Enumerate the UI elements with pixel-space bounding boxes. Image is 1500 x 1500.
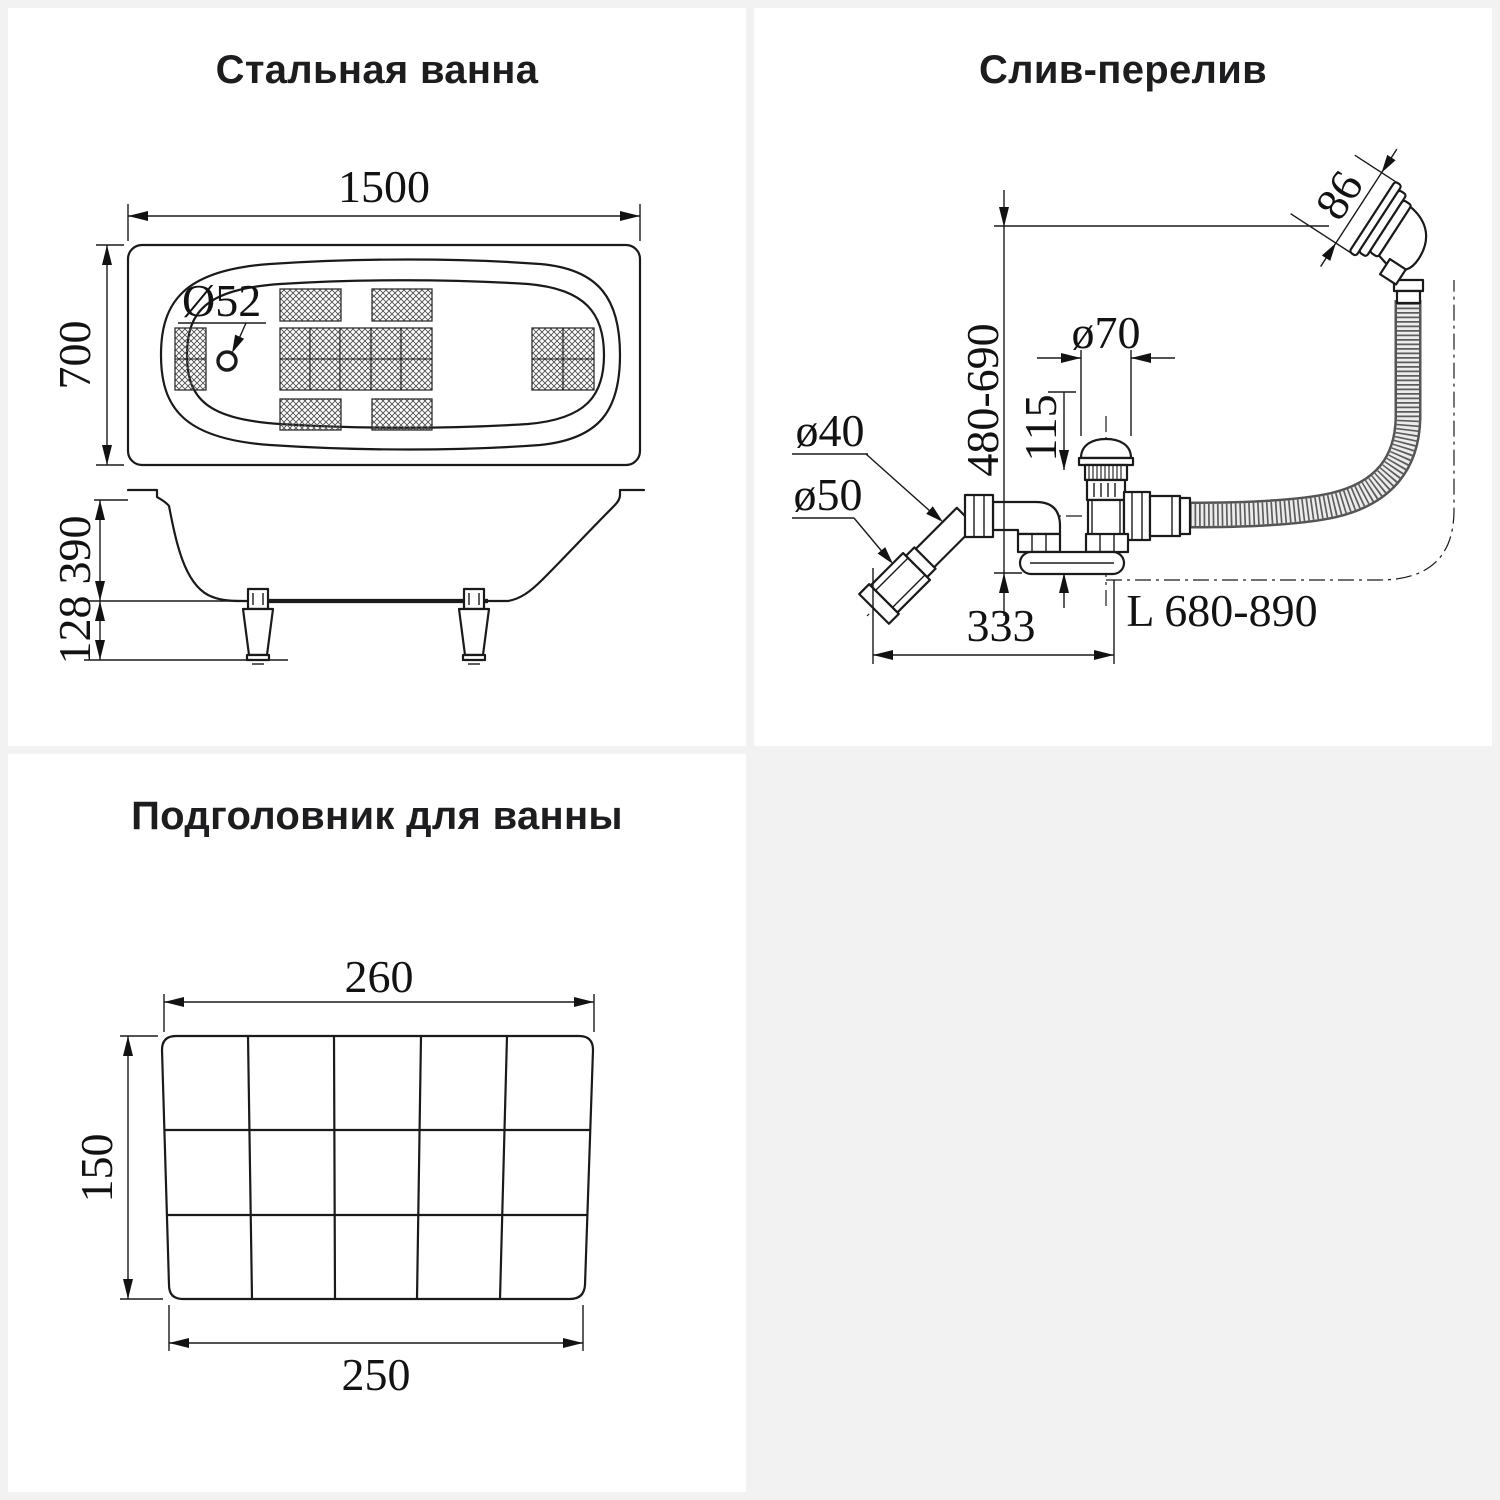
- dim-length-text: 1500: [338, 161, 430, 212]
- outlet-end-ring: [858, 583, 900, 625]
- dim-depth: 390 128: [49, 499, 288, 665]
- anti-slip-patches: [174, 288, 595, 431]
- bathtub-title: Стальная ванна: [215, 48, 539, 92]
- panel-drain: Слив-перелив 86: [754, 8, 1492, 746]
- drain-drawing-icon: 86: [792, 148, 1455, 664]
- tee-body: [1086, 498, 1126, 538]
- hose-top-fitting-ring: [1395, 289, 1422, 305]
- headrest-title: Подголовник для ванны: [131, 794, 623, 838]
- dim-width-text: 700: [49, 321, 100, 390]
- tub-basin-outer: [159, 258, 622, 451]
- dim-drain-label: Ø52: [182, 275, 261, 326]
- tub-leg-right: [457, 587, 491, 665]
- drain-hole: [216, 350, 238, 372]
- union-nut: [963, 493, 995, 539]
- dim-body-height-text: 115: [1015, 394, 1066, 461]
- dim-pipe50-text: ø50: [794, 469, 863, 520]
- overflow-head: 86: [1290, 148, 1428, 286]
- tub-profile: [126, 488, 646, 603]
- dim-bottom-width: 250: [168, 1305, 584, 1400]
- dim-length: 1500: [127, 161, 641, 241]
- dim-overflow-text: 86: [1305, 162, 1373, 228]
- dim-plug: ø70: [1037, 307, 1175, 436]
- elbow-pipe: [991, 500, 1062, 536]
- branch-cylinder: [1148, 494, 1182, 538]
- headrest-outline: [160, 1034, 595, 1301]
- dim-pipe40-text: ø40: [796, 405, 865, 456]
- outlet-pipe-45: [858, 506, 977, 625]
- dim-hose-length-text: L 680-890: [1126, 585, 1317, 636]
- plug-cap: [1079, 437, 1133, 460]
- dim-top-width: 260: [163, 951, 595, 1032]
- dim-height-text: 150: [71, 1134, 122, 1203]
- dim-bottom-width-text: 250: [342, 1349, 411, 1400]
- dim-leg-text: 128: [49, 596, 100, 665]
- overflow-hose: [1189, 300, 1422, 529]
- dim-top-width-text: 260: [345, 951, 414, 1002]
- dim-height: 150: [71, 1035, 163, 1300]
- dim-width: 700: [49, 244, 124, 466]
- dim-offset: 333: [872, 568, 1115, 664]
- bottom-hex-right: [1084, 532, 1130, 554]
- bathtub-drawing-icon: Ø52 1500 700: [49, 161, 646, 665]
- branch-hex-nut: [1122, 490, 1152, 542]
- dim-height-range: 480-690: [957, 190, 1329, 616]
- bathtub-top-view: Ø52 1500 700: [49, 161, 642, 467]
- drain-title: Слив-перелив: [978, 48, 1268, 92]
- dim-offset-text: 333: [967, 600, 1036, 651]
- drain-tee-assembly: [1016, 437, 1192, 576]
- panel-bathtub: Стальная ванна: [8, 8, 746, 746]
- dim-body-height: 115: [1015, 391, 1076, 608]
- overflow-elbow-neck: [1378, 257, 1407, 286]
- dim-depth-text: 390: [49, 516, 100, 585]
- dim-plug-text: ø70: [1072, 307, 1141, 358]
- bathtub-side-view: 390 128: [49, 488, 646, 665]
- drain-leader-arrow-icon: [232, 334, 245, 353]
- headrest-quilt-grid: [163, 1034, 591, 1301]
- bottom-hex-left: [1016, 532, 1062, 554]
- headrest-drawing-icon: 260 150 250: [71, 951, 595, 1400]
- plug-slots: [1085, 478, 1127, 502]
- panel-headrest: Подголовник для ванны 260 150 250: [8, 754, 746, 1492]
- tub-leg-left: [241, 587, 275, 665]
- dim-outlet-labels: ø40 ø50: [792, 405, 943, 564]
- branch-ring: [1178, 496, 1192, 536]
- hose-length-centerline: [1106, 280, 1455, 581]
- dim-height-range-text: 480-690: [957, 323, 1008, 476]
